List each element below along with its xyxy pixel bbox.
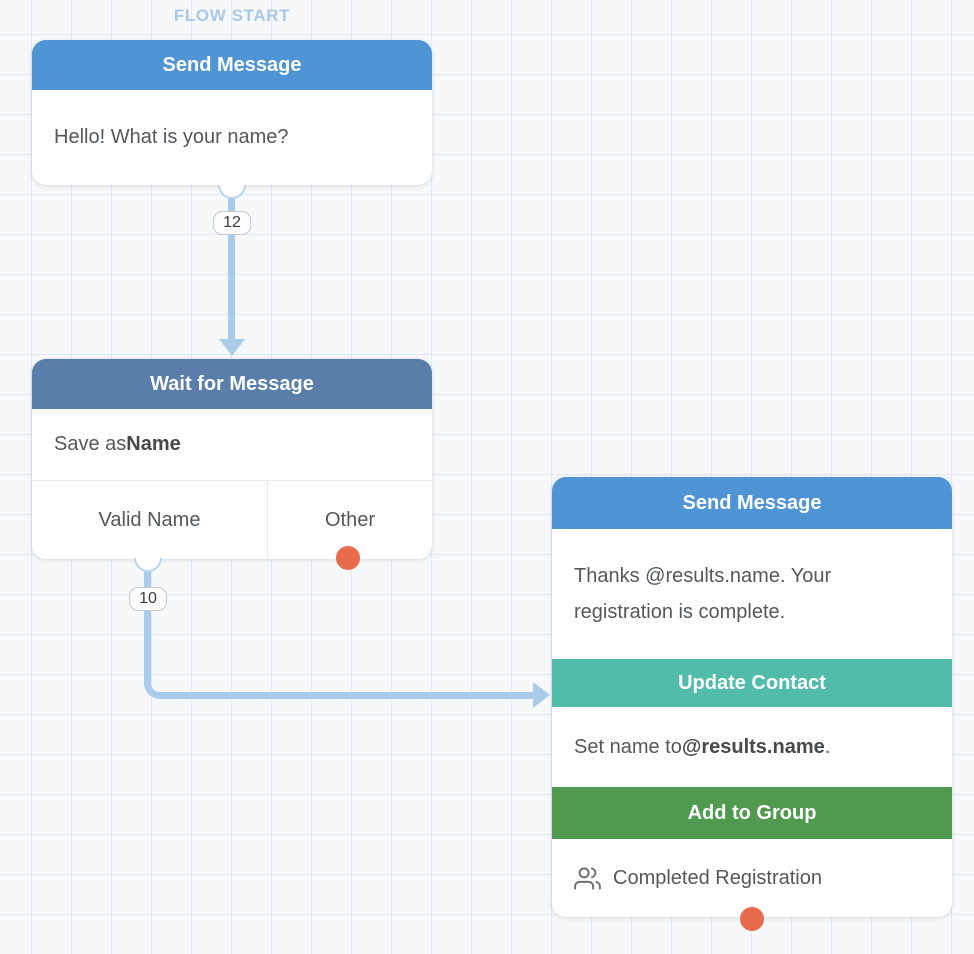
group-row[interactable]: Completed Registration — [552, 839, 952, 917]
update-contact-text[interactable]: Set name to @results.name. — [552, 707, 952, 787]
group-name: Completed Registration — [613, 866, 822, 889]
exit-port-valid-name[interactable] — [134, 558, 162, 572]
set-name-value: @results.name — [681, 735, 825, 758]
save-as-prefix: Save as — [54, 433, 127, 455]
group-icon — [574, 866, 601, 890]
exit-valid-name[interactable]: Valid Name — [98, 508, 201, 531]
node-wait-for-message[interactable]: Wait for Message Save as Name Valid Name… — [32, 359, 432, 559]
flow-start-label: FLOW START — [173, 6, 291, 25]
set-name-prefix: Set name to — [574, 735, 682, 758]
result-name: Name — [126, 433, 181, 455]
exit-port-bump — [218, 185, 246, 199]
save-result-text[interactable]: Save as Name — [32, 409, 432, 480]
connector-count-badge: 10 — [129, 587, 167, 611]
exit-other[interactable]: Other — [267, 481, 432, 559]
node-send-message-1[interactable]: Send Message Hello! What is your name? — [32, 40, 432, 185]
node-header-add-to-group[interactable]: Add to Group — [552, 787, 952, 839]
message-text-1[interactable]: Hello! What is your name? — [54, 126, 289, 148]
arrowhead-down-icon — [219, 339, 245, 356]
node-header-send-message-2[interactable]: Send Message — [552, 477, 952, 529]
node-header-update-contact[interactable]: Update Contact — [552, 659, 952, 707]
node-registration[interactable]: Send Message Thanks @results.name. Your … — [552, 477, 952, 917]
node-header-wait-for-message[interactable]: Wait for Message — [32, 359, 432, 409]
connector-valid-to-registration — [144, 562, 534, 699]
exit-port-bump — [134, 558, 162, 572]
exit-port-send-message-1[interactable] — [218, 185, 246, 199]
node-header-send-message-1[interactable]: Send Message — [32, 40, 432, 90]
unconnected-exit-dot-registration[interactable] — [740, 907, 764, 931]
exits-row: Valid Name Other — [32, 480, 432, 559]
arrowhead-right-icon — [533, 682, 550, 708]
connector-count-badge: 12 — [213, 211, 251, 235]
message-text-2[interactable]: Thanks @results.name. Your registration … — [574, 565, 832, 623]
set-name-suffix: . — [824, 735, 831, 758]
unconnected-exit-dot-other[interactable] — [336, 546, 360, 570]
connector-start-to-wait — [228, 190, 235, 340]
